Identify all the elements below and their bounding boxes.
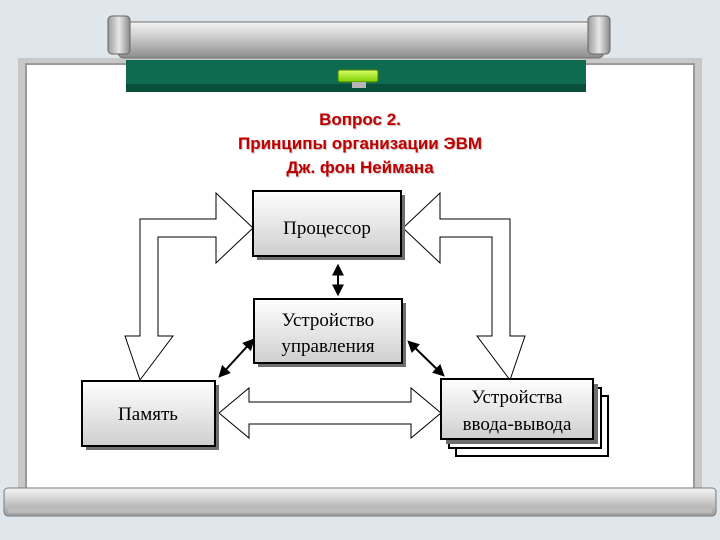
control-line-memory: [218, 338, 255, 378]
io-label-line1: Устройства: [471, 387, 563, 408]
control-unit-label-line2: управления: [281, 336, 375, 357]
control-unit-label-line1: Устройство: [282, 310, 374, 331]
io-devices-block: Устройства ввода-вывода: [440, 378, 609, 457]
control-unit-block: Устройство управления: [253, 298, 406, 367]
bottom-bar: [3, 487, 717, 517]
slide-title: Вопрос 2. Принципы организации ЭВМ Дж. ф…: [160, 108, 560, 180]
title-line-principles: Принципы организации ЭВМ: [237, 134, 483, 153]
title-line-author: Дж. фон Неймана: [286, 158, 434, 177]
title-line-question: Вопрос 2.: [319, 110, 401, 129]
memory-label: Память: [118, 404, 178, 425]
control-line-io: [407, 340, 445, 377]
io-label-line2: ввода-вывода: [463, 414, 572, 435]
memory-block: Память: [81, 380, 219, 450]
processor-label: Процессор: [283, 218, 371, 239]
top-roller: [107, 15, 611, 92]
processor-block: Процессор: [252, 190, 405, 260]
